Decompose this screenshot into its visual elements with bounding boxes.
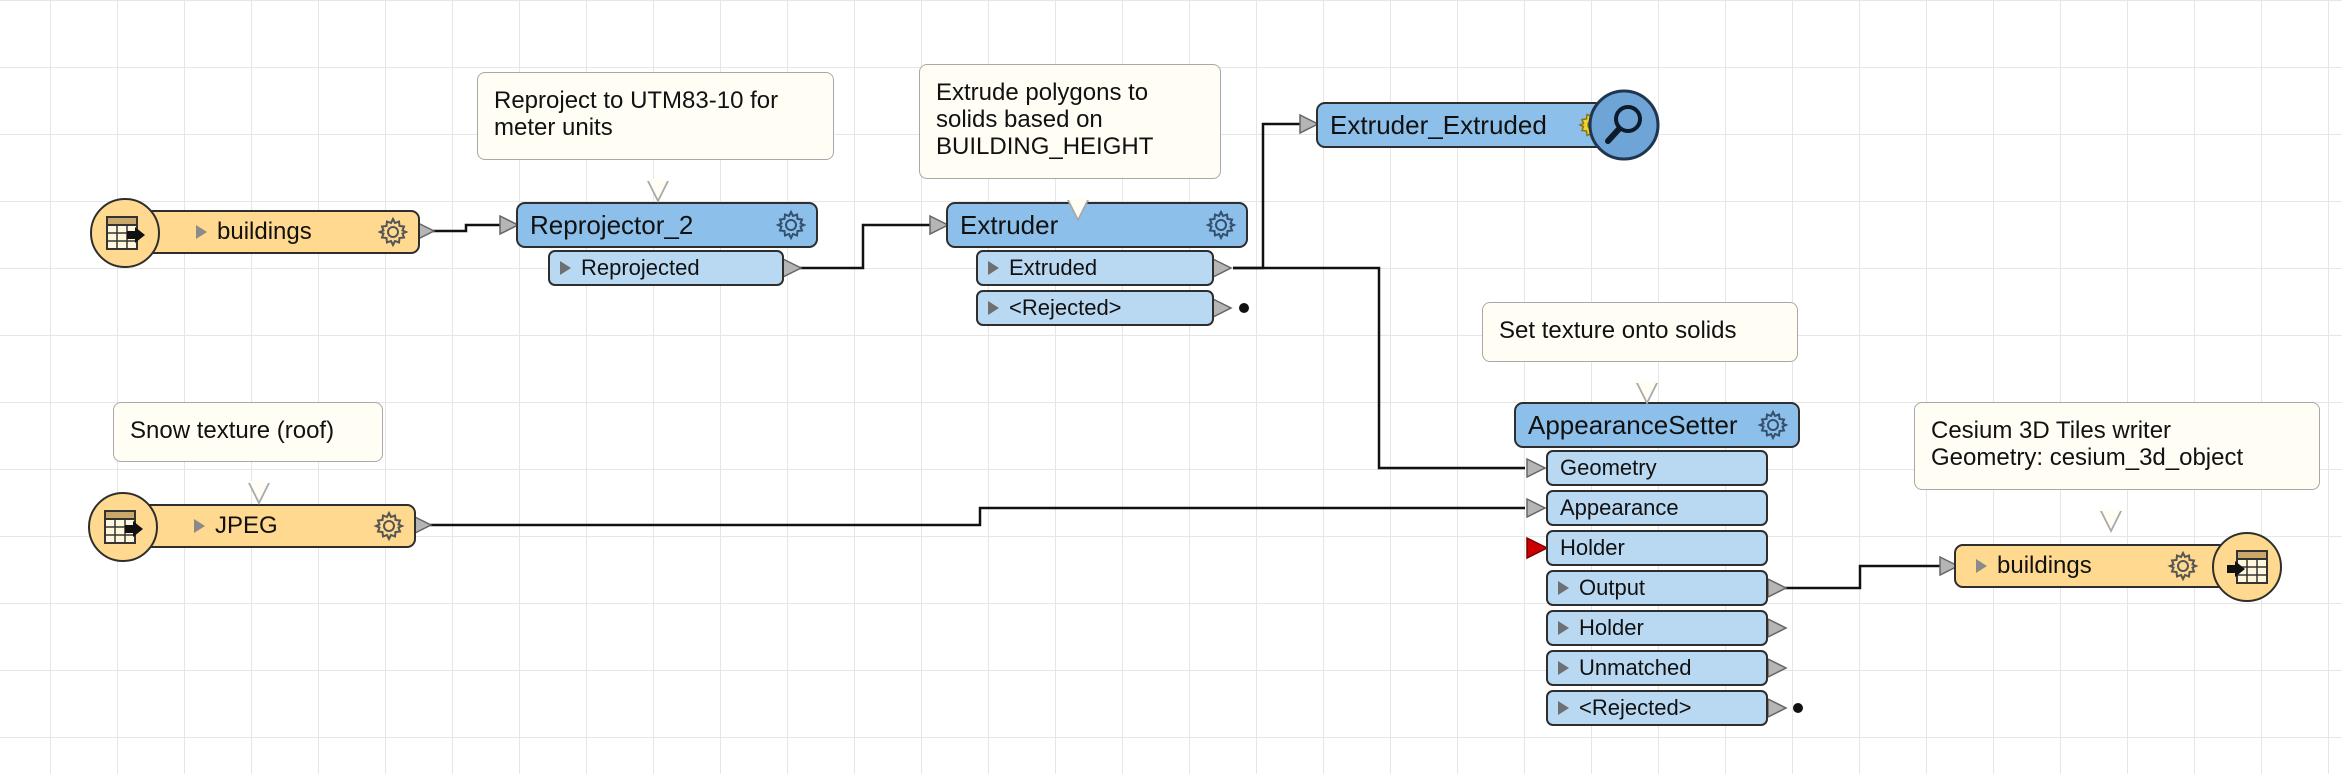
input-port-icon bbox=[1526, 497, 1547, 519]
port-label: Output bbox=[1579, 575, 1646, 600]
annotation-line: Set texture onto solids bbox=[1499, 317, 1737, 344]
input-port-icon bbox=[1526, 457, 1547, 479]
writer-buildings[interactable]: buildings bbox=[1954, 544, 2244, 588]
expand-icon[interactable] bbox=[196, 225, 207, 239]
gear-icon[interactable] bbox=[372, 509, 406, 543]
inspector-label: Extruder_Extruded bbox=[1330, 109, 1547, 140]
output-port-icon bbox=[782, 257, 803, 279]
transformer-reprojector[interactable]: Reprojector_2 bbox=[516, 202, 818, 248]
gear-icon[interactable] bbox=[1756, 408, 1790, 442]
port-label: Holder bbox=[1560, 535, 1625, 560]
table-reader-icon bbox=[106, 216, 145, 250]
rejected-terminator-dot bbox=[1793, 703, 1803, 713]
expand-icon[interactable] bbox=[988, 301, 999, 315]
reader-buildings-icon bbox=[90, 198, 160, 268]
output-port-icon bbox=[1212, 257, 1233, 279]
table-reader-icon bbox=[104, 510, 143, 544]
appearance-setter-label: AppearanceSetter bbox=[1528, 409, 1738, 440]
output-port-output[interactable]: Output bbox=[1546, 570, 1768, 606]
wire-jpeg-to-appearance bbox=[430, 506, 1525, 527]
inspector-extruder-extruded[interactable]: Extruder_Extruded bbox=[1316, 102, 1616, 148]
port-label: Appearance bbox=[1560, 495, 1679, 520]
expand-icon[interactable] bbox=[1976, 559, 1987, 573]
extruder-label: Extruder bbox=[960, 209, 1059, 240]
expand-icon[interactable] bbox=[1558, 701, 1569, 715]
port-label: Holder bbox=[1579, 615, 1644, 640]
annotation-line: Reproject to UTM83-10 for bbox=[494, 87, 779, 114]
output-port-icon bbox=[1767, 577, 1788, 599]
annotation-line: Cesium 3D Tiles writer bbox=[1931, 417, 2172, 444]
transformer-extruder[interactable]: Extruder bbox=[946, 202, 1248, 248]
reader-jpeg-label: JPEG bbox=[215, 512, 278, 539]
reader-jpeg-icon bbox=[88, 492, 158, 562]
port-label: Geometry bbox=[1560, 455, 1657, 480]
annotation-line: meter units bbox=[494, 114, 613, 141]
gear-icon[interactable] bbox=[2166, 549, 2200, 583]
output-port-holder[interactable]: Holder bbox=[1546, 610, 1768, 646]
annotation-reproject[interactable]: Reproject to UTM83-10 for meter units bbox=[477, 72, 834, 203]
port-label: Extruded bbox=[1009, 255, 1098, 280]
reader-buildings[interactable]: buildings bbox=[140, 210, 420, 254]
annotation-line: Extrude polygons to bbox=[936, 79, 1149, 106]
output-port-icon bbox=[1767, 657, 1788, 679]
gear-icon[interactable] bbox=[1204, 208, 1238, 242]
reader-jpeg[interactable]: JPEG bbox=[138, 504, 416, 548]
input-port-icon bbox=[929, 214, 950, 236]
output-port-reprojected[interactable]: Reprojected bbox=[548, 250, 784, 286]
annotation-cesium[interactable]: Cesium 3D Tiles writer Geometry: cesium_… bbox=[1914, 402, 2320, 533]
wire-buildings-to-reprojector bbox=[433, 223, 500, 233]
expand-icon[interactable] bbox=[194, 519, 205, 533]
table-writer-icon bbox=[2227, 550, 2268, 584]
expand-icon[interactable] bbox=[560, 261, 571, 275]
output-port-unmatched[interactable]: Unmatched bbox=[1546, 650, 1768, 686]
writer-buildings-label: buildings bbox=[1997, 552, 2092, 579]
reader-buildings-label: buildings bbox=[217, 218, 312, 245]
annotation-line: Snow texture (roof) bbox=[130, 417, 335, 444]
port-label: Unmatched bbox=[1579, 655, 1692, 680]
reprojector-label: Reprojector_2 bbox=[530, 209, 694, 240]
transformer-appearance-setter[interactable]: AppearanceSetter bbox=[1514, 402, 1800, 448]
annotation-line: Geometry: cesium_3d_object bbox=[1931, 444, 2244, 471]
input-port-icon bbox=[1299, 113, 1320, 135]
required-input-port-icon bbox=[1526, 536, 1549, 560]
port-label: <Rejected> bbox=[1009, 295, 1122, 320]
output-port-rejected[interactable]: <Rejected> bbox=[976, 290, 1214, 326]
wire-reprojected-to-extruder bbox=[797, 223, 930, 270]
rejected-terminator-dot bbox=[1239, 303, 1249, 313]
wire-extruded-to-geometry bbox=[1233, 266, 1525, 470]
output-port-rejected[interactable]: <Rejected> bbox=[1546, 690, 1768, 726]
annotation-line: solids based on bbox=[936, 106, 1103, 133]
input-port-geometry[interactable]: Geometry bbox=[1546, 450, 1768, 486]
gear-icon[interactable] bbox=[376, 215, 410, 249]
output-port-icon bbox=[1212, 297, 1233, 319]
annotation-line: BUILDING_HEIGHT bbox=[936, 133, 1154, 160]
expand-icon[interactable] bbox=[1558, 581, 1569, 595]
writer-buildings-icon bbox=[2212, 532, 2282, 602]
input-port-holder[interactable]: Holder bbox=[1546, 530, 1768, 566]
output-port-icon bbox=[1767, 617, 1788, 639]
expand-icon[interactable] bbox=[1558, 621, 1569, 635]
output-port-icon bbox=[1767, 697, 1788, 719]
annotation-snow[interactable]: Snow texture (roof) bbox=[113, 402, 383, 505]
annotation-texture[interactable]: Set texture onto solids bbox=[1482, 302, 1798, 405]
input-port-icon bbox=[1939, 555, 1960, 577]
output-port-extruded[interactable]: Extruded bbox=[976, 250, 1214, 286]
magnifier-icon[interactable] bbox=[1588, 89, 1660, 161]
expand-icon[interactable] bbox=[1558, 661, 1569, 675]
input-port-icon bbox=[499, 214, 520, 236]
gear-icon[interactable] bbox=[774, 208, 808, 242]
annotation-extrude[interactable]: Extrude polygons to solids based on BUIL… bbox=[919, 64, 1221, 222]
port-label: Reprojected bbox=[581, 255, 700, 280]
wire-output-to-writer bbox=[1785, 564, 1940, 590]
port-label: <Rejected> bbox=[1579, 695, 1692, 720]
expand-icon[interactable] bbox=[988, 261, 999, 275]
input-port-appearance[interactable]: Appearance bbox=[1546, 490, 1768, 526]
